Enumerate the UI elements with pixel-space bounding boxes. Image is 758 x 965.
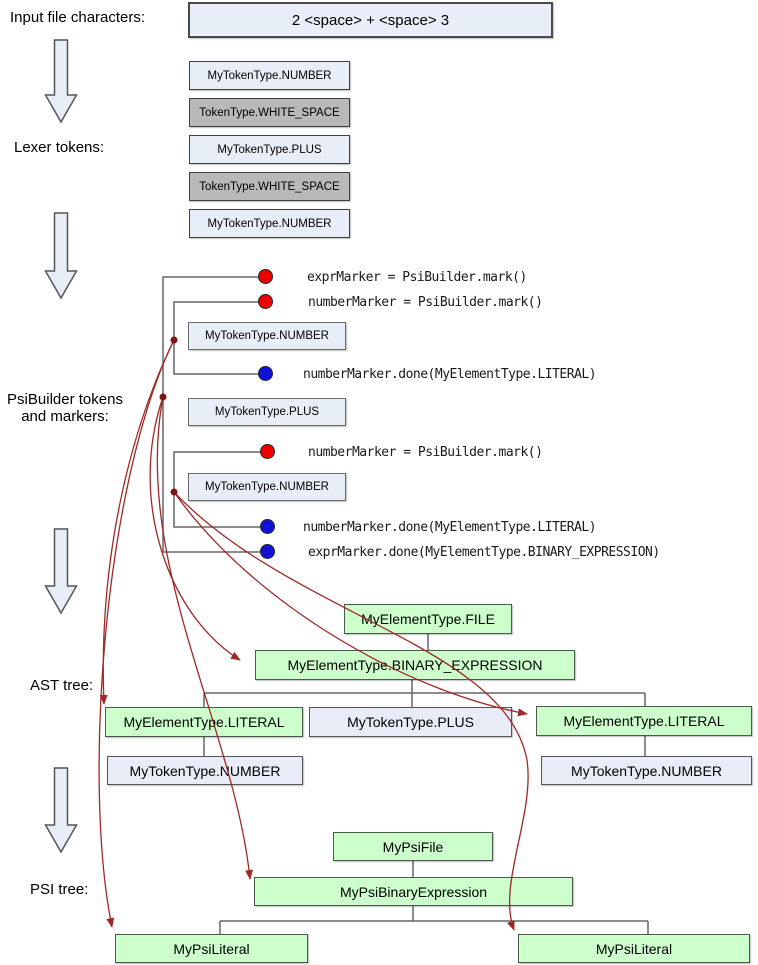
down-arrow-icon: [44, 528, 78, 615]
ast-node-number-right: MyTokenType.NUMBER: [541, 756, 752, 785]
ast-node-literal-right: MyElementType.LITERAL: [536, 706, 752, 736]
lexer-token-box: MyTokenType.PLUS: [189, 135, 350, 164]
down-arrow-icon: [44, 212, 78, 300]
ast-node-plus: MyTokenType.PLUS: [309, 707, 512, 737]
junction-dot: [159, 393, 167, 401]
stage-label-ast: AST tree:: [30, 677, 94, 694]
stage-label-psi: PSI tree:: [30, 881, 89, 898]
down-arrow-icon: [44, 39, 78, 124]
junction-dot: [170, 488, 178, 496]
psibuilder-call: exprMarker.done(MyElementType.BINARY_EXP…: [308, 545, 660, 560]
stage-label-psibuilder-line2: and markers:: [21, 408, 109, 425]
input-characters-box: 2 <space> + <space> 3: [188, 2, 553, 38]
lexer-token-box-whitespace: TokenType.WHITE_SPACE: [189, 172, 350, 201]
psi-node-literal-left: MyPsiLiteral: [115, 934, 308, 963]
blue-marker-circle: [260, 544, 275, 559]
ast-node-file: MyElementType.FILE: [344, 604, 512, 634]
ast-node-number-left: MyTokenType.NUMBER: [107, 756, 303, 785]
psibuilder-call: numberMarker.done(MyElementType.LITERAL): [303, 367, 597, 382]
ast-node-binary-expression: MyElementType.BINARY_EXPRESSION: [255, 650, 575, 680]
red-marker-circle: [258, 294, 273, 309]
psibuilder-token-box: MyTokenType.NUMBER: [188, 473, 346, 501]
stage-label-lexer: Lexer tokens:: [14, 139, 105, 156]
psi-node-binary-expression: MyPsiBinaryExpression: [254, 877, 573, 906]
down-arrow-icon: [44, 767, 78, 854]
lexer-token-box: MyTokenType.NUMBER: [189, 61, 350, 90]
lexer-token-box-whitespace: TokenType.WHITE_SPACE: [189, 98, 350, 127]
lexer-token-box: MyTokenType.NUMBER: [189, 209, 350, 238]
junction-dot: [170, 336, 178, 344]
psibuilder-token-box: MyTokenType.PLUS: [188, 398, 346, 426]
psibuilder-call: numberMarker = PsiBuilder.mark(): [308, 295, 543, 310]
arrow-number1-to-psi-literal-left: [98, 339, 175, 928]
arrow-expr-to-psi-binary: [156, 396, 254, 880]
blue-marker-circle: [258, 366, 273, 381]
psibuilder-token-box: MyTokenType.NUMBER: [188, 322, 346, 350]
psi-node-literal-right: MyPsiLiteral: [518, 934, 750, 963]
flow-arrows: [44, 39, 78, 854]
arrow-expr-to-ast-binary: [149, 396, 241, 661]
stage-label-input: Input file characters:: [10, 9, 146, 26]
red-marker-circle: [260, 444, 275, 459]
stage-label-psibuilder: PsiBuilder tokens and markers:: [0, 391, 130, 425]
blue-marker-circle: [260, 519, 275, 534]
psibuilder-call: numberMarker = PsiBuilder.mark(): [308, 445, 543, 460]
psibuilder-call: exprMarker = PsiBuilder.mark(): [307, 270, 527, 285]
psi-node-file: MyPsiFile: [333, 832, 493, 861]
red-marker-circle: [258, 269, 273, 284]
ast-node-literal-left: MyElementType.LITERAL: [105, 707, 303, 737]
stage-label-psibuilder-line1: PsiBuilder tokens: [7, 391, 123, 408]
marker-junction-dots: [159, 336, 178, 496]
psibuilder-call: numberMarker.done(MyElementType.LITERAL): [303, 520, 597, 535]
